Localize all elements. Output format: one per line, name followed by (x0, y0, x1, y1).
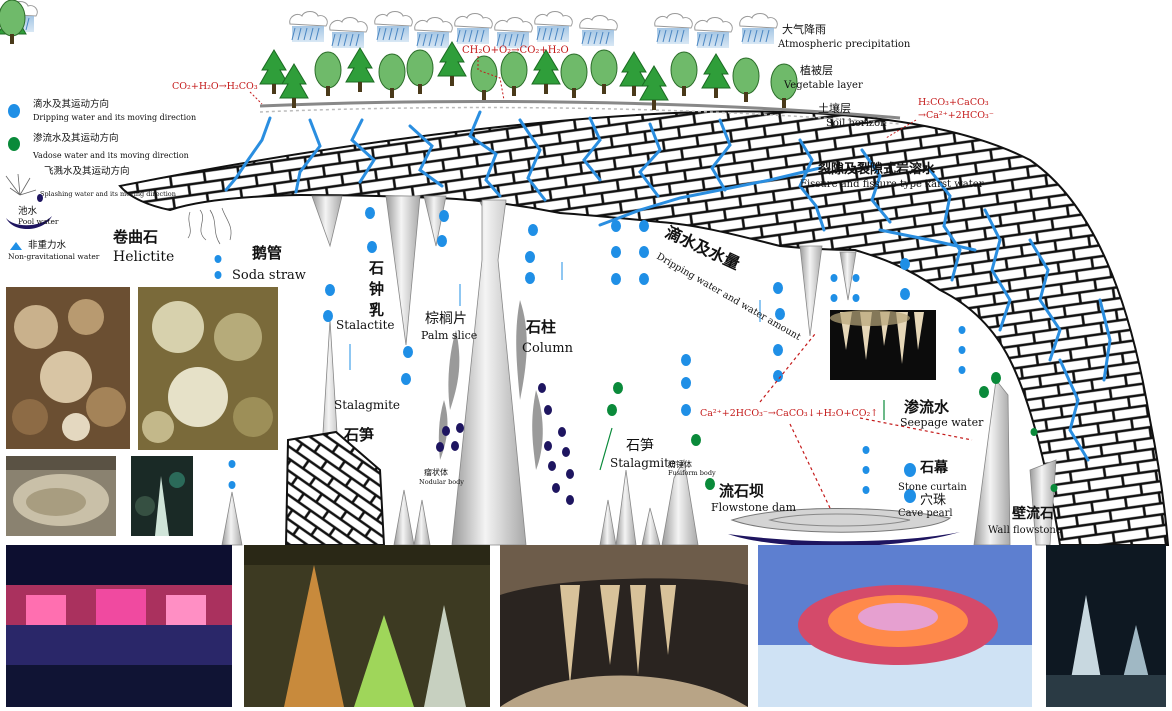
cave-photo-3 (500, 545, 748, 707)
helictite-photo-2 (138, 287, 278, 450)
pearl-label-en: Cave pearl (898, 508, 953, 519)
legend-pool-zh: 池水 (18, 205, 38, 217)
rock-mound (284, 430, 386, 546)
legend-splash-zh: 飞溅水及其运动方向 (44, 165, 130, 177)
stalagmite-left-label-en: Stalagmite (334, 398, 400, 412)
column-label-en: Column (522, 341, 574, 356)
soda-straw-label-zh: 鹅管 (252, 244, 282, 262)
limestone-rock-mass (118, 110, 1170, 546)
pearl-label-zh: 穴珠 (920, 493, 946, 508)
palm-slice-label-en: Palm slice (421, 329, 477, 342)
helictite-photo-1 (6, 287, 130, 449)
legend: 滴水及其运动方向 Dripping water and its moving d… (5, 98, 196, 261)
column-label-zh: 石柱 (525, 318, 556, 336)
splash-icon (5, 173, 37, 196)
soil-label-en: Soil horizon (826, 118, 887, 129)
rain-clouds (0, 1, 778, 49)
stalagmite-photo-small (131, 456, 193, 536)
soil-horizon (259, 100, 901, 120)
nodular-label-zh: 瘤状体 (424, 467, 448, 477)
flowstone-label-zh: 流石坝 (719, 482, 764, 500)
stalactite-label-zh: 石钟乳 (367, 260, 385, 323)
pool-icon (6, 216, 52, 230)
cave-photo-5 (1046, 545, 1166, 707)
nodular-label-en: Nodular body (419, 478, 464, 486)
legend-vadose-en: Vadose water and its moving direction (32, 151, 189, 160)
arrow-icon (10, 242, 22, 250)
cave-inset-photo (830, 310, 936, 380)
nodular-bodies (436, 383, 574, 505)
pool-photo (6, 456, 116, 536)
vadose-water-drops (607, 372, 1058, 492)
precip-label-en: Atmospheric precipitation (777, 39, 911, 50)
fissure-water (224, 110, 1112, 462)
equation-vegetation: CH₂O+O₂→CO₂+H₂O (462, 45, 569, 56)
legend-pool-en: Pool water (18, 217, 59, 226)
cave-photo-4 (758, 545, 1032, 707)
legend-drip-en: Dripping water and its moving direction (33, 113, 196, 122)
legend-nongrav-zh: 非重力水 (28, 239, 67, 251)
cave-photo-1 (6, 545, 232, 707)
drip-water-drops (214, 207, 966, 503)
stalagmite-left-label-zh: 石笋 (343, 426, 374, 444)
legend-drip-zh: 滴水及其运动方向 (33, 98, 109, 110)
stalagmite-mid-label-en: Stalagmite (610, 456, 676, 470)
cave-equation: Ca²⁺+2HCO₃⁻→CaCO₃↓+H₂O+CO₂↑ (700, 408, 878, 419)
fusiform-label-en: Fusiform body (668, 469, 716, 477)
seepage-label-zh: 渗流水 (904, 398, 950, 416)
seepage-label-en: Seepage water (900, 416, 984, 429)
equation-right-1: H₂CO₃+CaCO₃ (918, 97, 989, 108)
stalactites (311, 195, 857, 346)
curtain-label-zh: 石幕 (919, 459, 949, 476)
legend-vadose-zh: 渗流水及其运动方向 (33, 132, 119, 144)
helictite-label-zh: 卷曲石 (112, 228, 158, 246)
flowstone-label-en: Flowstone dam (711, 501, 797, 514)
wall-flowstone-label-zh: 壁流石 (1012, 505, 1054, 522)
stalactite-label-en: Stalactite (336, 318, 395, 332)
veg-label-en: Vegetable layer (783, 80, 863, 91)
equation-soil: CO₂+H₂O→H₂CO₃ (172, 81, 258, 92)
palm-slice-label-zh: 棕榈片 (425, 311, 467, 327)
fissure-label-zh: 裂隙及裂隙式岩溶水 (817, 161, 936, 177)
helictite-label-en: Helictite (113, 249, 174, 265)
helictite (187, 207, 232, 245)
legend-splash-en: Splashing water and its moving direction (40, 190, 176, 198)
blue-drop-icon (8, 104, 20, 118)
green-drop-icon (8, 137, 20, 151)
curtain-label-en: Stone curtain (898, 482, 967, 493)
wall-flowstone-label-en: Wall flowstone (988, 525, 1062, 536)
soda-straw-label-en: Soda straw (232, 268, 306, 283)
fusiform-label-zh: 纺锤体 (668, 459, 692, 469)
vegetation-layer (0, 0, 798, 111)
flowstone-dam-pool (728, 507, 960, 547)
veg-label-zh: 植被层 (800, 63, 833, 77)
stalagmite-mid-label-zh: 石笋 (626, 437, 654, 454)
legend-nongrav-en: Non-gravitational water (8, 252, 100, 261)
precip-label-zh: 大气降雨 (782, 22, 826, 36)
fissure-label-en: Fissure and fissure type karst water (800, 179, 984, 190)
soil-label-zh: 土壤层 (818, 101, 851, 115)
column (451, 199, 527, 546)
cave-photo-2 (244, 545, 490, 707)
equation-right-2: →Ca²⁺+2HCO₃⁻ (918, 110, 994, 121)
